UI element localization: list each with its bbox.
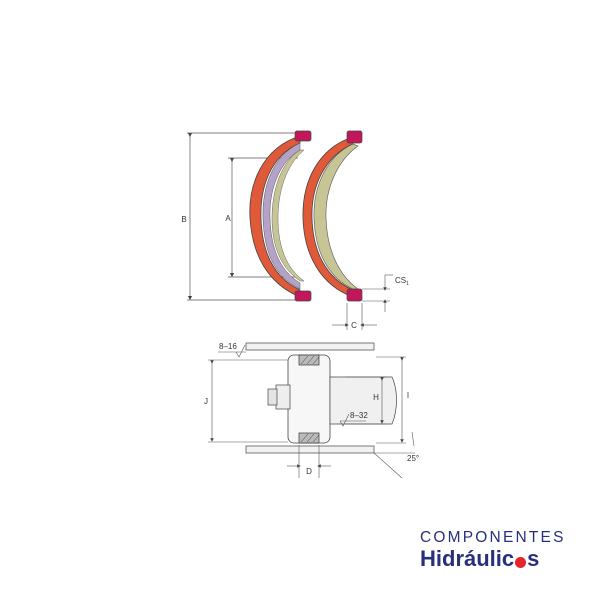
dimension-i: I xyxy=(376,356,409,444)
surface-finish-side: 8–32 xyxy=(339,411,368,427)
dimension-cs-label: CS1 xyxy=(395,276,409,287)
dimension-j: J xyxy=(204,359,288,443)
angle-label: 25° xyxy=(407,454,419,463)
logo-word-componentes: COMPONENTES xyxy=(420,529,566,546)
dimension-cs: CS1 xyxy=(362,274,409,312)
logo-word-part2: s xyxy=(527,546,540,571)
finish-side-label: 8–32 xyxy=(350,411,368,420)
dimension-d: D xyxy=(287,445,331,478)
logo-word-part1: Hidráulic xyxy=(420,546,515,571)
chamfer-angle: 25° xyxy=(373,431,419,479)
dimension-b: B xyxy=(181,132,298,301)
brand-logo: COMPONENTES Hidráulic s xyxy=(420,529,590,572)
finish-top-label: 8–16 xyxy=(219,342,237,351)
housing-assembly xyxy=(245,342,397,454)
seal-section-left xyxy=(249,130,312,302)
seal-section-right xyxy=(302,130,363,302)
dimension-c-label: C xyxy=(351,321,357,330)
dimension-b-label: B xyxy=(181,215,186,224)
dimension-h-label: H xyxy=(373,393,379,402)
dimension-j-label: J xyxy=(204,397,208,406)
dimension-c: C xyxy=(332,303,377,330)
logo-red-dot-icon xyxy=(515,556,527,568)
dimension-h: H xyxy=(346,376,386,425)
dimension-d-label: D xyxy=(306,467,312,476)
logo-word-hidraulicos: Hidráulic s xyxy=(420,546,590,572)
dimension-i-label: I xyxy=(407,391,409,400)
dimension-a-label: A xyxy=(225,214,231,223)
surface-finish-top: 8–16 xyxy=(218,342,246,358)
